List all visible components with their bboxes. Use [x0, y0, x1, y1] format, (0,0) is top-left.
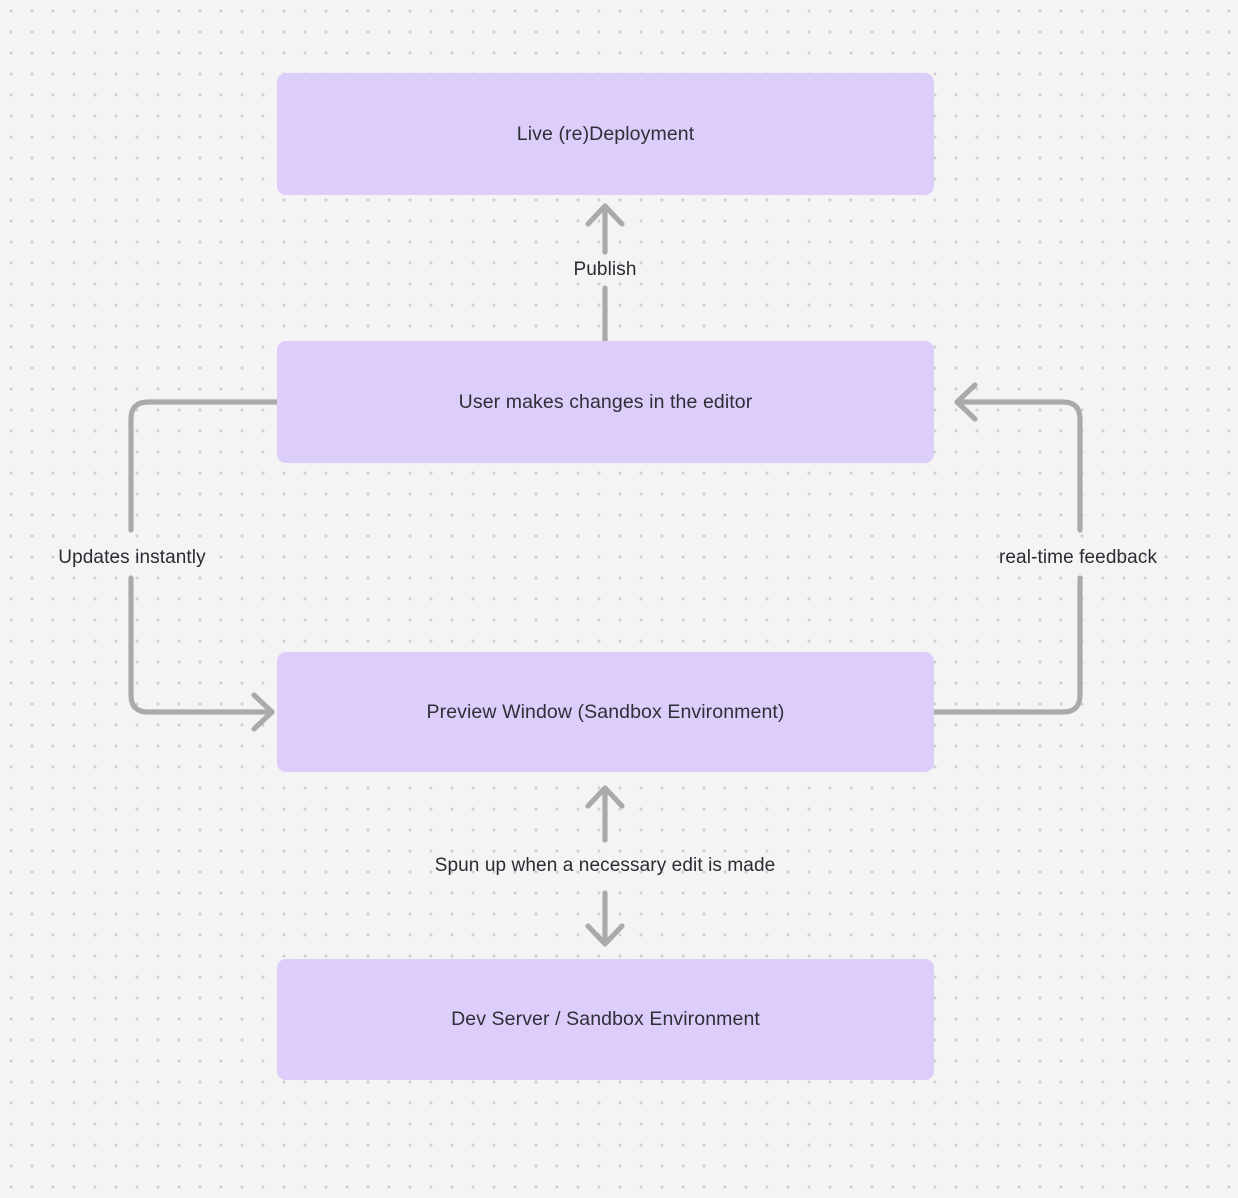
edge-label-real-time-feedback: real-time feedback — [998, 547, 1158, 568]
node-live-redeployment[interactable]: Live (re)Deployment — [277, 73, 934, 195]
node-live-redeployment-label: Live (re)Deployment — [516, 122, 695, 145]
edge-label-spun-up: Spun up when a necessary edit is made — [434, 855, 776, 876]
node-dev-server[interactable]: Dev Server / Sandbox Environment — [277, 959, 934, 1080]
node-user-makes-changes-label: User makes changes in the editor — [458, 390, 753, 413]
edge-label-updates-instantly: Updates instantly — [58, 547, 206, 568]
node-preview-window[interactable]: Preview Window (Sandbox Environment) — [277, 652, 934, 772]
node-dev-server-label: Dev Server / Sandbox Environment — [451, 1008, 760, 1031]
edge-label-publish: Publish — [573, 259, 637, 280]
node-user-makes-changes[interactable]: User makes changes in the editor — [277, 341, 934, 463]
node-preview-window-label: Preview Window (Sandbox Environment) — [426, 700, 785, 723]
